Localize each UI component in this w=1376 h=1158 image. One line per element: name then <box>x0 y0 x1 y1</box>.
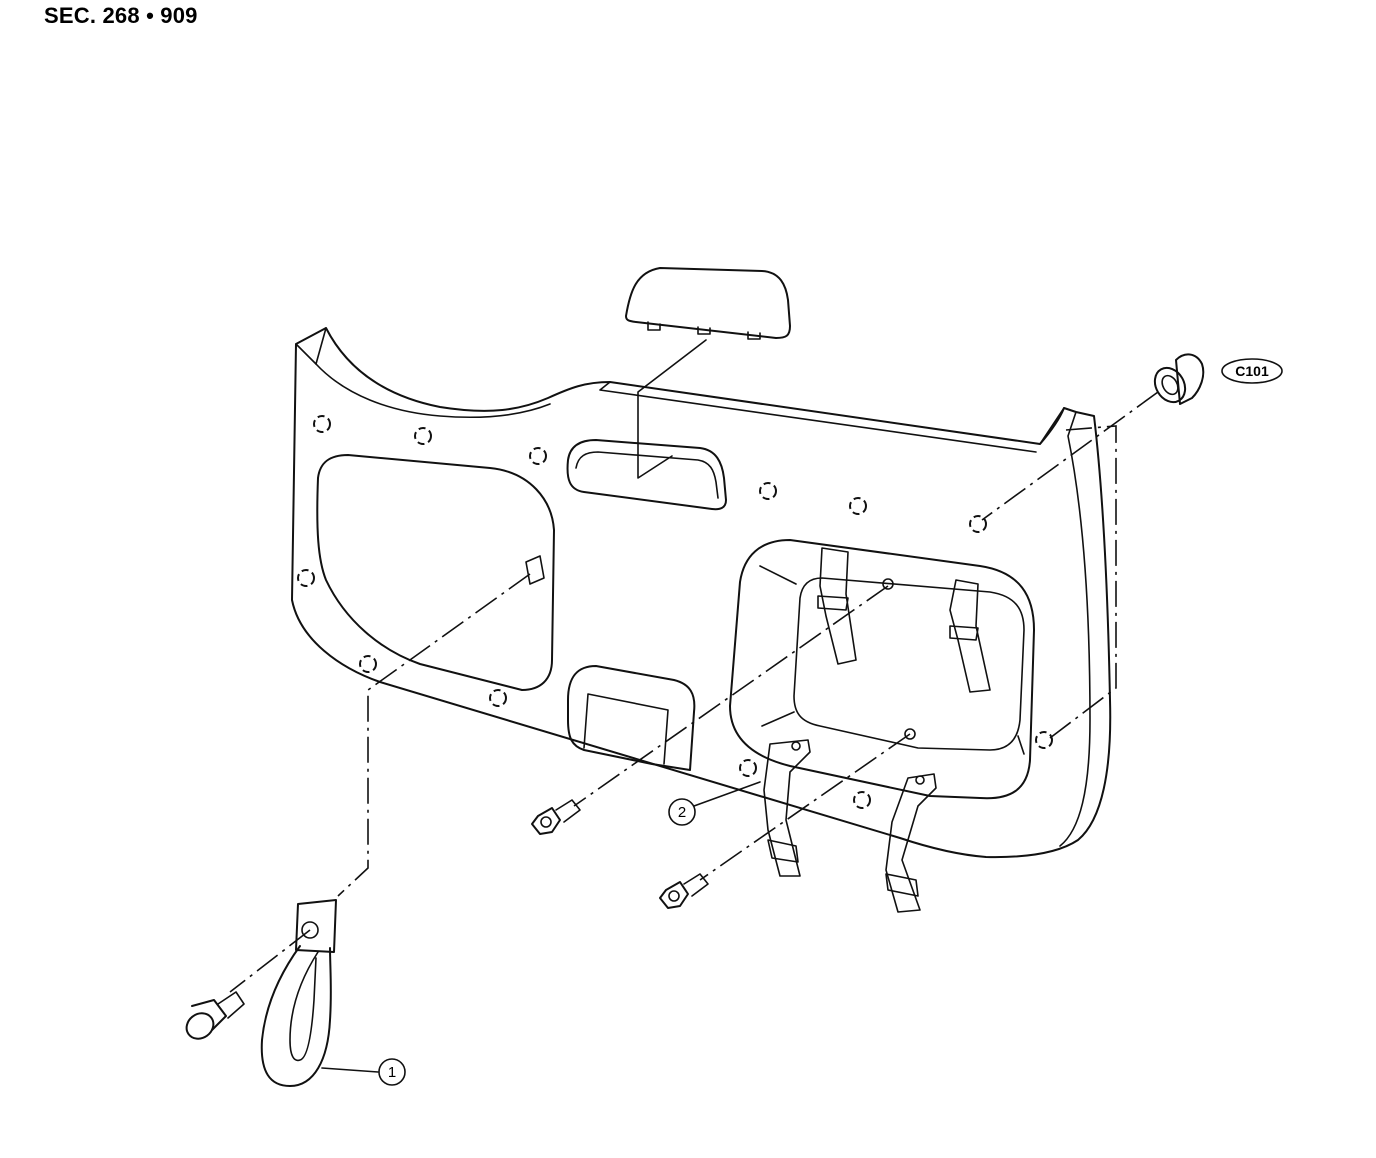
bolt-icon <box>531 799 581 835</box>
reference-code: C101 <box>1235 363 1269 379</box>
left-slot <box>525 555 545 585</box>
lamp-cover-icon <box>625 267 791 340</box>
callout-1: 1 <box>321 1058 406 1086</box>
trim-panel-outline <box>291 327 1112 859</box>
grip-strap-icon <box>763 739 937 913</box>
section-title: SEC. 268 • 909 <box>44 3 198 28</box>
bolt-icon <box>659 873 709 909</box>
handle-recess <box>567 665 696 771</box>
callout-1-label: 1 <box>388 1064 396 1081</box>
pull-strap-icon <box>260 899 337 1087</box>
right-recess <box>729 539 1035 800</box>
bolt-icon <box>185 991 245 1040</box>
left-cutout <box>316 454 555 691</box>
inner-strap-icon <box>817 547 991 693</box>
leader-lines <box>229 339 1159 993</box>
trim-clip-icon <box>1153 353 1205 405</box>
callout-2-label: 2 <box>678 804 686 821</box>
clip-hole-icon <box>297 415 1053 809</box>
reference-badge: C101 <box>1221 358 1283 384</box>
callout-2: 2 <box>668 781 761 826</box>
lamp-cutout <box>566 439 727 511</box>
